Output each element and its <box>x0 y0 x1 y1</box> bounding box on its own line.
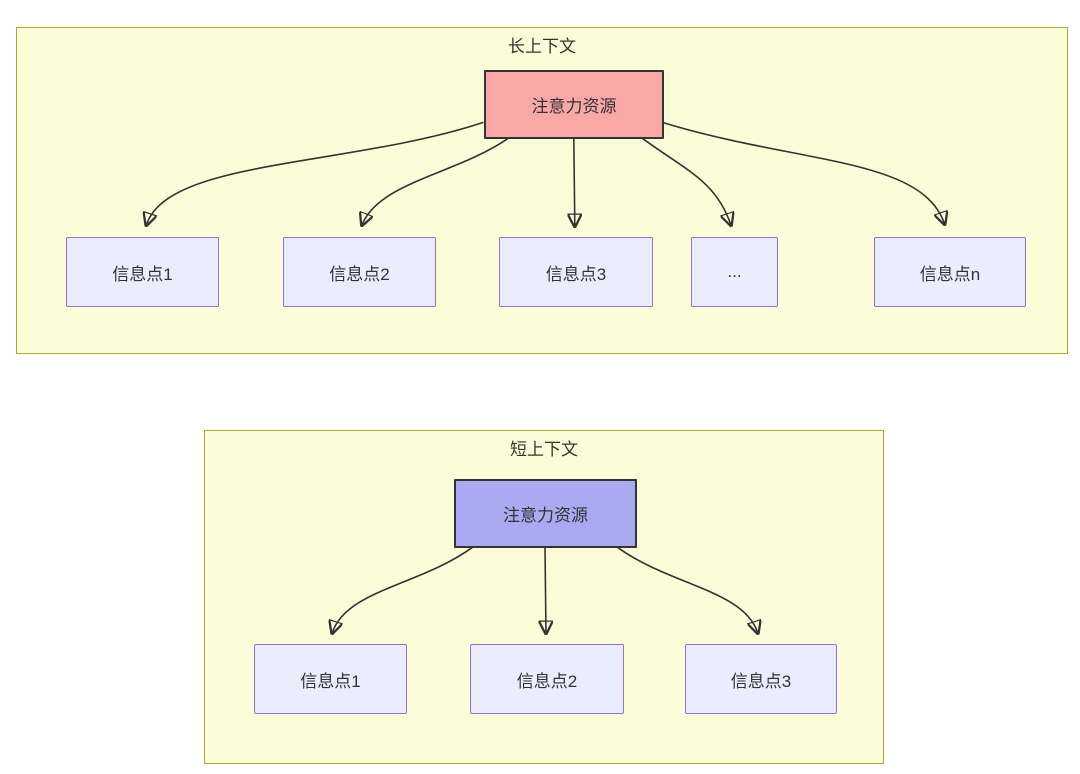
info-node-3: 信息点3 <box>499 237 653 307</box>
connector-arrow <box>641 137 730 224</box>
connector-arrow <box>332 546 473 632</box>
connector-arrow <box>574 138 575 225</box>
attention-resource-node-long: 注意力资源 <box>484 70 664 139</box>
info-node-ellipsis: ... <box>691 237 778 307</box>
info-node-n: 信息点n <box>874 237 1026 307</box>
info-node-2: 信息点2 <box>283 237 436 307</box>
connector-arrow <box>362 137 509 224</box>
cluster-long-context: 长上下文 注意力资源 信息点1 信息点2 信息点3 ... 信息点n <box>16 27 1068 354</box>
connector-arrow <box>662 121 944 223</box>
info-node-3: 信息点3 <box>685 644 837 714</box>
info-node-1: 信息点1 <box>254 644 407 714</box>
info-node-2: 信息点2 <box>470 644 624 714</box>
connector-arrow <box>545 547 546 632</box>
cluster-title-short-context: 短上下文 <box>510 440 578 459</box>
cluster-short-context: 短上下文 注意力资源 信息点1 信息点2 信息点3 <box>204 430 884 764</box>
attention-resource-node-short: 注意力资源 <box>454 479 637 548</box>
connector-arrow <box>617 546 758 632</box>
connector-arrow <box>146 121 484 224</box>
cluster-title-long-context: 长上下文 <box>508 37 576 56</box>
info-node-1: 信息点1 <box>66 237 219 307</box>
